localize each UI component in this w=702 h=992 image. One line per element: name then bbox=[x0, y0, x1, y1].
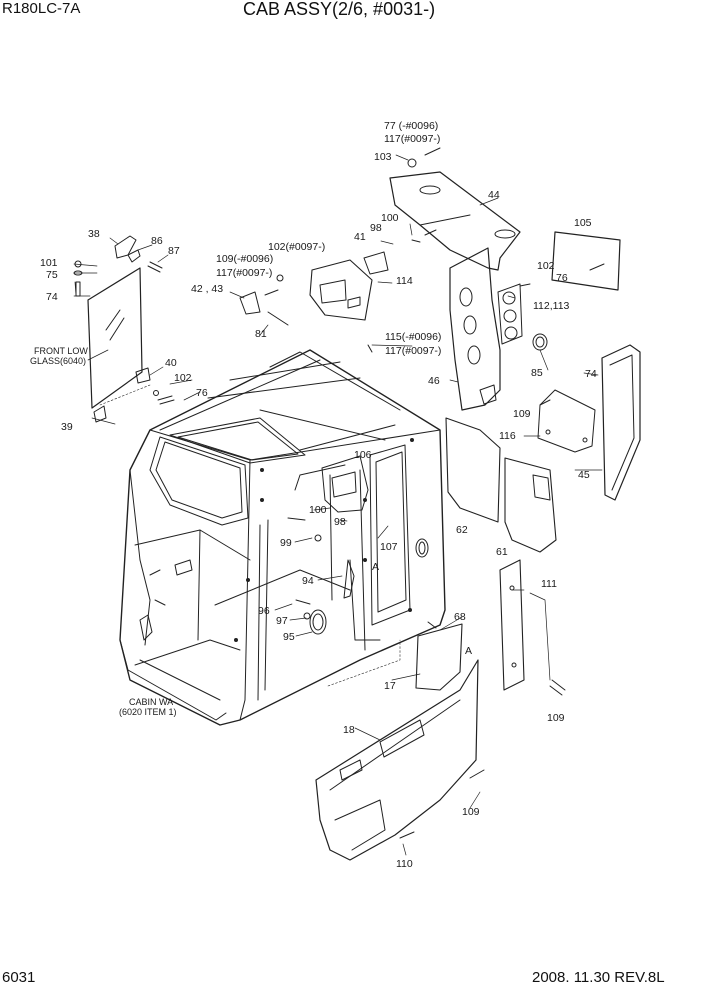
label-17: 17 bbox=[384, 680, 396, 692]
date-revision: 2008. 11.30 REV.8L bbox=[532, 969, 665, 986]
label-45: 45 bbox=[578, 469, 590, 481]
part-45-side-panel bbox=[601, 344, 641, 501]
label-85: 85 bbox=[531, 367, 543, 379]
label-81: 81 bbox=[255, 328, 267, 340]
label-98: 98 bbox=[370, 222, 382, 234]
label-110: 110 bbox=[396, 858, 413, 870]
label-44: 44 bbox=[488, 189, 500, 201]
label-cabin-wa-2: (6020 ITEM 1) bbox=[119, 707, 177, 717]
part-62-61-panels bbox=[445, 417, 557, 553]
page-title: CAB ASSY(2/6, #0031-) bbox=[243, 0, 436, 19]
label-38: 38 bbox=[88, 228, 100, 240]
label-96: 96 bbox=[258, 605, 270, 617]
part-105-panel bbox=[551, 231, 621, 291]
part-38-86-brackets bbox=[73, 235, 175, 405]
label-76a: 76 bbox=[556, 272, 568, 284]
part-111-trim bbox=[499, 559, 566, 696]
front-low-glass bbox=[87, 267, 151, 423]
label-112-113: 112,113 bbox=[533, 300, 570, 312]
label-116: 116 bbox=[499, 430, 516, 442]
label-106: 106 bbox=[354, 449, 372, 461]
label-109c: 109 bbox=[547, 712, 565, 724]
label-62: 62 bbox=[456, 524, 468, 536]
label-97: 97 bbox=[276, 615, 288, 627]
label-101: 101 bbox=[40, 257, 58, 269]
part-106-bracket bbox=[287, 455, 369, 635]
label-102-0097: 102(#0097-) bbox=[268, 241, 325, 253]
label-117c: 117(#0097-) bbox=[385, 345, 441, 357]
label-105: 105 bbox=[574, 217, 592, 229]
label-77: 77 (-#0096) bbox=[384, 120, 438, 132]
label-115: 115(-#0096) bbox=[385, 331, 441, 343]
label-40: 40 bbox=[165, 357, 177, 369]
part-46-side-column bbox=[449, 247, 501, 411]
label-94: 94 bbox=[302, 575, 314, 587]
label-102b: 102 bbox=[537, 260, 555, 272]
label-100b: 100 bbox=[309, 504, 327, 516]
label-42-43: 42 , 43 bbox=[191, 283, 223, 295]
label-74b: 74 bbox=[46, 291, 58, 303]
label-46: 46 bbox=[428, 375, 440, 387]
label-99: 99 bbox=[280, 537, 292, 549]
label-98b: 98 bbox=[334, 516, 346, 528]
label-18: 18 bbox=[343, 724, 355, 736]
label-front-low-glass-1: FRONT LOW bbox=[34, 346, 88, 356]
label-76b: 76 bbox=[196, 387, 208, 399]
callout-labels: 77 (-#0096) 117(#0097-) 103 44 100 98 41… bbox=[30, 120, 597, 870]
label-103: 103 bbox=[374, 151, 392, 163]
label-front-low-glass-2: GLASS(6040) bbox=[30, 356, 86, 366]
label-111: 111 bbox=[541, 578, 557, 590]
model-code: R180LC-7A bbox=[2, 0, 81, 17]
label-86: 86 bbox=[151, 235, 163, 247]
part-114-bracket bbox=[239, 251, 389, 353]
label-117b: 117(#0097-) bbox=[216, 267, 272, 279]
label-39: 39 bbox=[61, 421, 73, 433]
label-109d: 109 bbox=[462, 806, 480, 818]
label-A-panel: A bbox=[465, 645, 472, 657]
label-41: 41 bbox=[354, 231, 366, 243]
label-107: 107 bbox=[380, 541, 398, 553]
label-74a: 74 bbox=[585, 368, 597, 380]
part-112-113-gauges bbox=[497, 283, 548, 351]
label-61: 61 bbox=[496, 546, 508, 558]
label-95: 95 bbox=[283, 631, 295, 643]
part-44-top-cover bbox=[389, 147, 521, 271]
label-87: 87 bbox=[168, 245, 180, 257]
label-100: 100 bbox=[381, 212, 399, 224]
cabin-frame bbox=[119, 349, 446, 726]
label-109-0096: 109(-#0096) bbox=[216, 253, 273, 265]
part-116-bracket bbox=[537, 389, 596, 453]
label-109b: 109 bbox=[513, 408, 531, 420]
part-18-rear-panel bbox=[315, 659, 485, 861]
label-cabin-wa-1: CABIN WA bbox=[129, 697, 173, 707]
part-17-plate bbox=[415, 621, 463, 691]
leader-lines bbox=[73, 154, 603, 856]
label-75: 75 bbox=[46, 269, 58, 281]
label-114: 114 bbox=[396, 275, 413, 287]
label-68: 68 bbox=[454, 611, 466, 623]
label-117a: 117(#0097-) bbox=[384, 133, 440, 145]
label-102c: 102 bbox=[174, 372, 192, 384]
label-A-cab: A bbox=[372, 561, 379, 573]
page-number: 6031 bbox=[2, 969, 36, 986]
